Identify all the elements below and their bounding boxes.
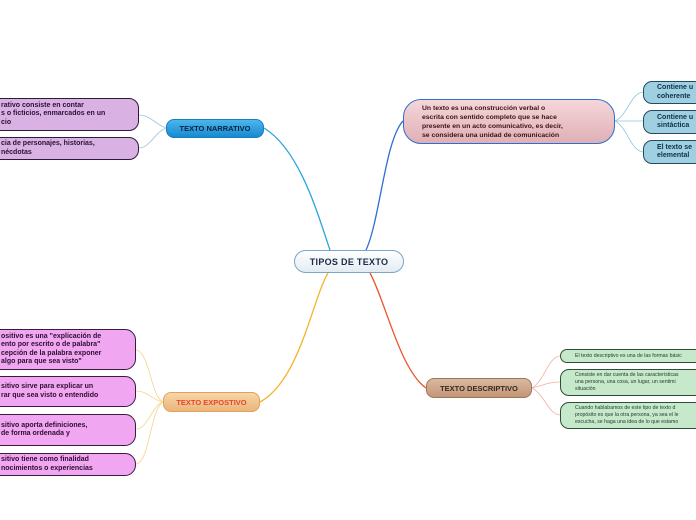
topic-label: TEXTO DESCRIPTIVO: [440, 383, 518, 393]
subtopic-label: sitivo sirve para explicar un rar que se…: [1, 383, 99, 399]
link-descriptivo: [369, 272, 427, 389]
subtopic-expositivo-3[interactable]: sitivo aporta definiciones, de forma ord…: [0, 414, 136, 446]
subtopic-label: Contiene u coherente: [657, 84, 694, 100]
subtopic-expositivo-2[interactable]: sitivo sirve para explicar un rar que se…: [0, 376, 136, 407]
subtopic-label: Contiene u sintáctica: [657, 113, 694, 130]
subtopic-expositivo-4[interactable]: sitivo tiene como finalidad nocimientos …: [0, 453, 136, 476]
subtopic-descriptivo-1[interactable]: El texto descriptivo es una de las forma…: [560, 349, 696, 363]
topic-label: TEXTO EXPOSTIVO: [176, 397, 247, 407]
link-expositivo: [259, 272, 329, 403]
subtopic-label: Consiste en dar cuenta de las caracterís…: [575, 372, 679, 392]
subtopic-definicion-3[interactable]: El texto se elemental: [643, 140, 696, 164]
central-topic[interactable]: TIPOS DE TEXTO: [294, 250, 404, 273]
subtopic-label: Cuando hablabamos de este tipo de texto …: [575, 405, 679, 425]
link-definicion: [365, 120, 404, 251]
subtopic-label: El texto se elemental: [657, 143, 693, 160]
subtopic-definicion-2[interactable]: Contiene u sintáctica: [643, 110, 696, 134]
subtopic-descriptivo-3[interactable]: Cuando hablabamos de este tipo de texto …: [560, 402, 696, 429]
subtopic-label: sitivo aporta definiciones, de forma ord…: [1, 421, 88, 438]
subtopic-narrativo-2[interactable]: cia de personajes, historias, nécdotas: [0, 137, 139, 160]
subtopic-narrativo-1[interactable]: rativo consiste en contar s o ficticios,…: [0, 98, 139, 131]
topic-texto-narrativo[interactable]: TEXTO NARRATIVO: [166, 119, 264, 138]
topic-label: Un texto es una construcción verbal o es…: [422, 104, 563, 139]
subtopic-label: El texto descriptivo es una de las forma…: [575, 352, 682, 359]
topic-texto-expositivo[interactable]: TEXTO EXPOSTIVO: [163, 392, 260, 412]
topic-definicion-texto[interactable]: Un texto es una construcción verbal o es…: [403, 99, 615, 144]
subtopic-label: sitivo tiene como finalidad nocimientos …: [1, 456, 93, 472]
subtopic-expositivo-1[interactable]: ositivo es una "explicación de ento por …: [0, 329, 136, 370]
topic-label: TEXTO NARRATIVO: [179, 124, 251, 133]
subtopic-descriptivo-2[interactable]: Consiste en dar cuenta de las caracterís…: [560, 369, 696, 396]
subtopic-definicion-1[interactable]: Contiene u coherente: [643, 81, 696, 104]
link-narrativo: [263, 127, 331, 251]
subtopic-label: rativo consiste en contar s o ficticios,…: [1, 101, 106, 126]
subtopic-label: ositivo es una "explicación de ento por …: [1, 332, 102, 366]
subtopic-label: cia de personajes, historias, nécdotas: [1, 140, 95, 156]
central-topic-label: TIPOS DE TEXTO: [309, 256, 389, 267]
topic-texto-descriptivo[interactable]: TEXTO DESCRIPTIVO: [426, 378, 532, 398]
